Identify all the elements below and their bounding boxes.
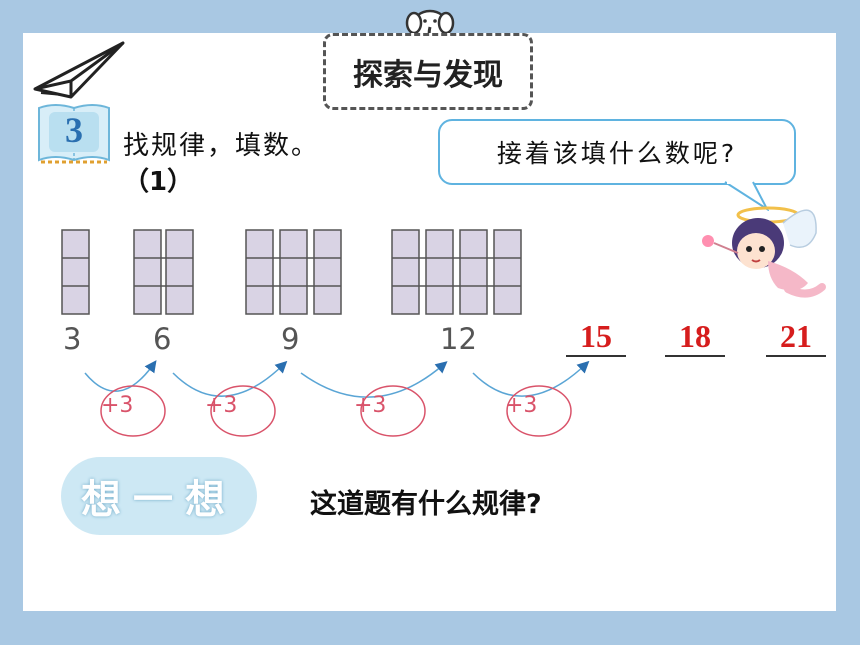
sequence-number: 12 xyxy=(440,322,477,356)
sequence-number: 3 xyxy=(63,322,82,356)
block-group-6 xyxy=(133,229,194,315)
elephant-icon xyxy=(405,9,455,45)
step-circle xyxy=(360,385,426,437)
step-arc xyxy=(84,360,157,392)
step-label: +3 xyxy=(101,393,134,418)
book-icon xyxy=(38,104,110,164)
part-label: （1） xyxy=(123,167,194,197)
section-title: 探索与发现 xyxy=(323,33,533,110)
answer-number: 18 xyxy=(679,318,711,354)
step-label: +3 xyxy=(205,393,238,418)
task-number-badge: 3 xyxy=(35,100,113,166)
step-arc xyxy=(300,361,448,398)
think-badge-text: 想一想 xyxy=(81,477,237,523)
paper-plane-icon xyxy=(33,41,125,99)
think-question: 这道题有什么规律? xyxy=(310,489,542,520)
step-circle xyxy=(210,385,276,437)
answer-blank-line xyxy=(766,355,826,357)
task-title: 找规律，填数。 xyxy=(123,131,320,161)
slide: 探索与发现 3 找规律，填数。 （1） 接着该填什么数呢? xyxy=(23,9,836,611)
sequence-number: 6 xyxy=(153,322,172,356)
block-group-9 xyxy=(245,229,342,315)
step-circle xyxy=(506,385,572,437)
step-arc xyxy=(172,360,288,397)
block-group-3 xyxy=(61,229,90,315)
answer-blank-line xyxy=(665,355,725,357)
answer-blank-line xyxy=(566,355,626,357)
think-badge: 想一想 xyxy=(61,457,257,535)
step-arcs xyxy=(84,360,590,437)
step-arc xyxy=(472,360,590,397)
speech-bubble: 接着该填什么数呢? xyxy=(438,119,796,185)
step-label: +3 xyxy=(354,393,387,418)
answer-number: 15 xyxy=(580,318,612,354)
step-circle xyxy=(100,385,166,437)
sequence-number: 9 xyxy=(281,322,300,356)
angel-girl-illustration xyxy=(702,206,826,298)
block-groups xyxy=(61,229,522,315)
task-number: 3 xyxy=(65,110,83,150)
step-label: +3 xyxy=(505,393,538,418)
block-group-12 xyxy=(391,229,522,315)
answer-number: 21 xyxy=(780,318,812,354)
